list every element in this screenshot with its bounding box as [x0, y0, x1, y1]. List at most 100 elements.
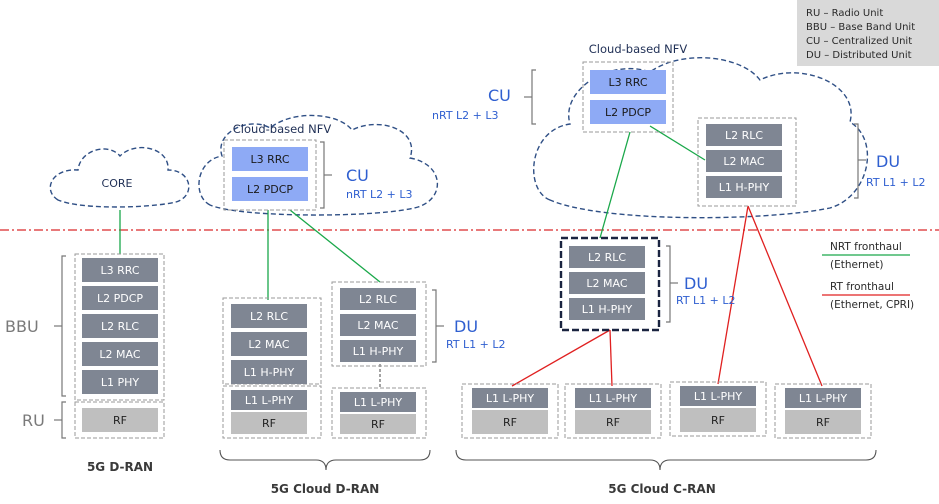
block-label: RF	[606, 416, 620, 429]
block-l1-lphy	[680, 386, 756, 406]
brace-cloud-cran	[455, 449, 877, 471]
core-label: CORE	[102, 177, 133, 190]
block-rf	[575, 410, 651, 434]
ru1-container-cran	[461, 383, 559, 439]
block-l2-rlc	[569, 246, 645, 268]
block-label: L3 RRC	[608, 76, 647, 89]
block-rf	[231, 412, 307, 434]
legend-bbu: BBU – Base Band Unit	[806, 22, 915, 33]
rt-fronthaul-title: RT fronthaul	[830, 281, 894, 293]
legend-du: DU – Distributed Unit	[806, 50, 912, 61]
fronthaul-legend: NRT fronthaul (Ethernet) RT fronthaul (E…	[822, 241, 914, 311]
cu-sub-cran: nRT L2 + L3	[432, 109, 499, 122]
block-l3-rrc	[232, 147, 308, 171]
du-mid-container-cran	[559, 236, 661, 332]
rt-fronthaul-sub: (Ethernet, CPRI)	[830, 299, 914, 311]
block-l1-lphy	[785, 388, 861, 408]
block-l1-hphy	[569, 298, 645, 320]
du-sub-cran-mid: RT L1 + L2	[676, 294, 736, 307]
block-l1-hphy	[706, 176, 782, 198]
abbreviation-legend: RU – Radio Unit BBU – Base Band Unit CU …	[797, 0, 939, 66]
nrt-line-cu-du-right	[649, 125, 706, 161]
block-label: L2 RLC	[588, 251, 626, 264]
block-label: L2 RLC	[725, 129, 763, 142]
block-l1-phy	[82, 370, 158, 394]
block-label: L2 PDCP	[97, 292, 143, 305]
nrt-connections	[119, 125, 706, 300]
block-label: L1 L-PHY	[245, 394, 293, 407]
nrt-line-cu-du2	[289, 209, 381, 283]
rt-connections	[379, 205, 823, 388]
ru3-container-cran	[669, 381, 767, 437]
ru1-container-dran	[222, 385, 322, 439]
block-rf	[785, 410, 861, 434]
block-l3-rrc	[82, 258, 158, 282]
block-rf	[680, 408, 756, 432]
block-l1-lphy	[231, 390, 307, 410]
block-label: L2 PDCP	[247, 183, 293, 196]
cu-container-dran	[223, 139, 317, 211]
nfv-label-dran: Cloud-based NFV	[233, 122, 332, 136]
section-label-cloud-dran: 5G Cloud D-RAN	[271, 482, 380, 496]
block-l2-pdcp	[590, 100, 666, 124]
cu-bracket-dran	[320, 141, 325, 209]
brace-cloud-dran	[219, 449, 431, 471]
block-l2-mac	[231, 332, 307, 356]
nfv-cloud-dran	[198, 114, 438, 216]
legend-ru: RU – Radio Unit	[806, 8, 883, 19]
bbu-container	[74, 253, 165, 401]
rt-line-du-rf3	[717, 205, 749, 385]
core-cloud	[49, 146, 190, 208]
nfv-label-cran: Cloud-based NFV	[589, 42, 688, 56]
block-l1-hphy	[340, 340, 416, 362]
cu-bracket-cran	[531, 69, 536, 125]
block-l1-hphy	[231, 360, 307, 384]
block-l2-mac	[82, 342, 158, 366]
du-sub-cran-right: RT L1 + L2	[866, 176, 926, 189]
block-l2-rlc	[231, 304, 307, 328]
block-label: L3 RRC	[100, 264, 139, 277]
block-label: L2 MAC	[248, 338, 289, 351]
cu-label-dran: CU	[346, 166, 369, 185]
block-rf	[472, 410, 548, 434]
block-rf	[82, 408, 158, 432]
du-label-dran: DU	[454, 317, 478, 336]
block-label: L1 L-PHY	[799, 392, 847, 405]
ru4-container-cran	[774, 383, 872, 439]
legend-cu: CU – Centralized Unit	[806, 36, 912, 47]
block-label: RF	[262, 417, 276, 430]
ru-side-label: RU	[22, 411, 45, 430]
ru2-container-cran	[564, 383, 662, 439]
legend-box	[797, 0, 939, 66]
block-label: L1 H-PHY	[244, 366, 295, 379]
rt-line-du-rf4	[747, 205, 823, 387]
block-label: L2 RLC	[101, 320, 139, 333]
block-l2-rlc	[82, 314, 158, 338]
rt-line-du-rf2	[609, 329, 613, 387]
block-l2-rlc	[706, 124, 782, 146]
block-label: L1 L-PHY	[354, 396, 402, 409]
block-label: L2 MAC	[99, 348, 140, 361]
block-label: L1 H-PHY	[582, 303, 633, 316]
du-bracket-cran-right	[854, 123, 859, 199]
block-label: L1 L-PHY	[486, 392, 534, 405]
block-label: RF	[113, 414, 127, 427]
block-label: L2 MAC	[586, 277, 627, 290]
rt-line-du-rf1	[511, 329, 611, 387]
block-l3-rrc	[590, 70, 666, 94]
block-l2-pdcp	[82, 286, 158, 310]
block-label: RF	[816, 416, 830, 429]
block-label: L3 RRC	[250, 153, 289, 166]
block-label: L2 RLC	[250, 310, 288, 323]
block-label: L1 L-PHY	[589, 392, 637, 405]
bbu-side-label: BBU	[5, 317, 39, 336]
bbu-stack: L3 RRC L2 PDCP L2 RLC L2 MAC L1 PHY	[82, 258, 158, 394]
block-rf	[340, 414, 416, 434]
block-l1-lphy	[472, 388, 548, 408]
block-l2-rlc	[340, 288, 416, 310]
section-label-dran: 5G D-RAN	[87, 460, 153, 474]
block-label: L2 PDCP	[605, 106, 651, 119]
section-label-cloud-cran: 5G Cloud C-RAN	[608, 482, 715, 496]
du-right-container-cran	[697, 117, 797, 207]
nfv-cloud-cran	[533, 57, 869, 219]
